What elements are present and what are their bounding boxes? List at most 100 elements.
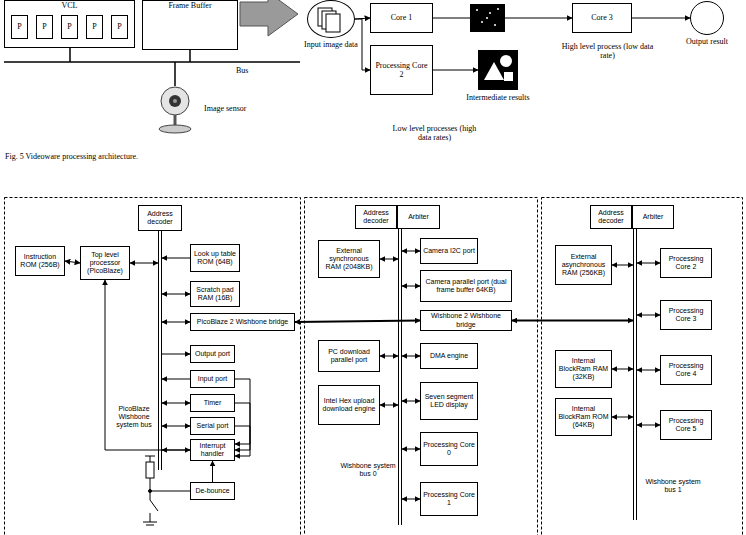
process-box: Internal BlockRam RAM (32KB) bbox=[555, 350, 612, 388]
box-label: Processing Core 0 bbox=[423, 441, 475, 457]
box-label: Wishbone 2 Wishbone bridge bbox=[423, 312, 509, 328]
box-label: External asynchronous RAM (256KB) bbox=[558, 253, 609, 277]
block-box: Frame Buffer bbox=[142, 0, 238, 50]
box-label: Output port bbox=[195, 350, 230, 358]
switch-circuit bbox=[143, 456, 190, 525]
box-label: Core 3 bbox=[591, 13, 613, 22]
box-label: P bbox=[117, 22, 121, 31]
webcam-icon bbox=[159, 87, 191, 133]
shape-caption: Input image data bbox=[304, 40, 358, 49]
bus-link-arrow bbox=[402, 251, 420, 252]
feature-dot bbox=[497, 8, 499, 10]
bus-link-arrow bbox=[612, 417, 633, 418]
process-box: Look up table ROM (64B) bbox=[190, 244, 240, 272]
process-box: PicoBlaze 2 Wishbone bridge bbox=[190, 313, 295, 331]
box-label: Arbiter bbox=[643, 213, 664, 221]
annotation-label: Low level processes (high data rates) bbox=[392, 124, 477, 142]
box-label: Camera I2C port bbox=[423, 247, 475, 255]
box-label: De-bounce bbox=[195, 487, 229, 495]
process-box: Serial port bbox=[190, 417, 235, 435]
junction-dot bbox=[149, 490, 152, 493]
box-label: Processing Core 5 bbox=[663, 417, 709, 433]
region-outline bbox=[305, 198, 538, 535]
process-box: Processing Core 3 bbox=[660, 300, 712, 330]
wire bbox=[150, 513, 151, 522]
box-label: PicoBlaze 2 Wishbone bridge bbox=[197, 318, 288, 326]
box-label: VCL bbox=[62, 1, 78, 10]
annotation-label: Bus bbox=[236, 66, 248, 75]
process-box: Timer bbox=[190, 394, 235, 412]
bus-link-arrow bbox=[512, 320, 633, 322]
connector-arrow bbox=[433, 70, 478, 71]
data-circle: Output result bbox=[690, 1, 724, 35]
connector-arrow bbox=[65, 261, 80, 263]
data-circle: Input image data bbox=[307, 0, 355, 38]
process-box: P bbox=[11, 15, 28, 39]
shape-caption: Output result bbox=[686, 37, 728, 46]
feature-dot bbox=[476, 9, 478, 11]
process-box: Input port bbox=[190, 370, 235, 388]
box-label: Internal BlockRam ROM (64KB) bbox=[558, 405, 609, 429]
connector-arrow bbox=[235, 379, 250, 444]
box-label: Core 1 bbox=[391, 13, 413, 22]
bus-link-arrow bbox=[162, 450, 190, 451]
process-box: External asynchronous RAM (256KB) bbox=[555, 245, 612, 285]
process-box: Address decoder bbox=[590, 205, 632, 229]
box-label: Frame Buffer bbox=[168, 1, 211, 10]
image-stack bbox=[318, 8, 340, 32]
connector-arrow bbox=[212, 461, 213, 482]
bus-link-arrow bbox=[162, 294, 190, 295]
box-label: External synchronous RAM (2048KB) bbox=[321, 247, 377, 271]
process-box: Camera parallel port (dual frame buffer … bbox=[420, 270, 512, 302]
box-label: Timer bbox=[204, 399, 222, 407]
webcam-body bbox=[161, 87, 189, 115]
process-box: Seven segment LED display bbox=[420, 382, 478, 420]
process-box: P bbox=[111, 15, 128, 39]
connector-arrow bbox=[632, 18, 690, 19]
bus-link-arrow bbox=[637, 263, 660, 264]
bus-link-arrow bbox=[402, 401, 420, 402]
box-label: Top level processor (PicoBlaze) bbox=[83, 251, 127, 275]
annotation-label: Wishbone system bus 0 bbox=[340, 462, 396, 478]
switch-lever bbox=[150, 500, 158, 511]
bus-link-arrow bbox=[162, 354, 190, 355]
box-label: P bbox=[17, 22, 21, 31]
process-box: P bbox=[36, 15, 53, 39]
bus-tap bbox=[189, 50, 191, 62]
box-label: Processing Core 2 bbox=[373, 61, 430, 79]
bus-tap bbox=[174, 62, 176, 86]
bus-link-arrow bbox=[380, 259, 398, 260]
box-label: Address decoder bbox=[593, 209, 629, 225]
process-box: Wishbone 2 Wishbone bridge bbox=[420, 310, 512, 331]
connector-arrow bbox=[105, 280, 190, 450]
bus-link-arrow bbox=[162, 379, 190, 380]
figure-caption: Fig. 5 Videoware processing architecture… bbox=[5, 152, 138, 161]
box-label: Look up table ROM (64B) bbox=[193, 250, 237, 266]
feature-image bbox=[470, 4, 505, 32]
process-box: Internal BlockRam ROM (64KB) bbox=[555, 398, 612, 436]
bus-link-arrow bbox=[612, 265, 633, 266]
box-label: Interrupt handler bbox=[193, 442, 232, 458]
box-label: Instruction ROM (256B) bbox=[18, 253, 62, 269]
process-box: P bbox=[86, 15, 103, 39]
process-box: De-bounce bbox=[190, 482, 235, 500]
process-box: PC download parallel port bbox=[318, 340, 380, 372]
process-box: Scratch pad RAM (16B) bbox=[190, 281, 240, 307]
box-label: P bbox=[42, 22, 46, 31]
bus-link-arrow bbox=[380, 356, 398, 357]
bus-link-arrow bbox=[612, 369, 633, 370]
system-bus-line bbox=[633, 229, 634, 520]
bus-link-arrow bbox=[162, 403, 190, 404]
bus-link-arrow bbox=[380, 405, 398, 406]
box-label: Scratch pad RAM (16B) bbox=[193, 286, 237, 302]
process-box: P bbox=[61, 15, 78, 39]
circle-shape bbox=[500, 55, 512, 67]
box-label: Internal BlockRam RAM (32KB) bbox=[558, 357, 609, 381]
system-bus-line bbox=[158, 231, 159, 470]
bus-link-arrow bbox=[402, 499, 420, 500]
annotation-label: High level process (low data rate) bbox=[560, 42, 655, 60]
box-label: PC download parallel port bbox=[321, 348, 377, 364]
process-box: Address decoder bbox=[138, 205, 182, 231]
process-box: Processing Core 4 bbox=[660, 355, 712, 385]
